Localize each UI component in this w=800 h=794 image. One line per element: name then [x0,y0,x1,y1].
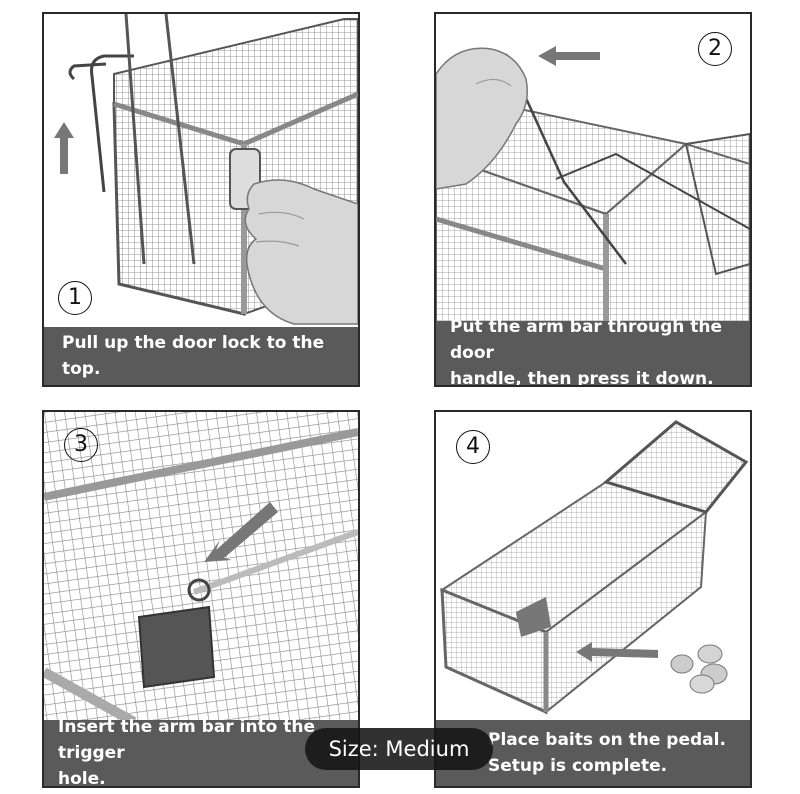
step-2-illustration [436,46,750,325]
step-number-badge: 1 [58,281,92,315]
step-1-caption: Pull up the door lock to the top. [44,327,358,385]
step-4-panel: 4 Place baits on the pedal. Setup is com… [434,410,752,788]
step-number-badge: 3 [64,428,98,462]
step-number-badge: 4 [456,430,490,464]
caption-text: Place baits on the pedal. Setup is compl… [488,730,726,776]
caption-text: Insert the arm bar into the trigger hole… [58,717,316,788]
step-4-caption: Place baits on the pedal. Setup is compl… [436,720,750,786]
step-3-panel: 3 Insert the arm bar into the trigger ho… [42,410,360,788]
step-2-panel: 2 Put the arm bar through the door handl… [434,12,752,387]
step-number-badge: 2 [698,32,732,66]
caption-text: Put the arm bar through the door handle,… [450,317,723,387]
step-1-panel: 1 Pull up the door lock to the top. [42,12,360,387]
step-2-caption: Put the arm bar through the door handle,… [436,317,750,385]
step-3-illustration [44,412,358,727]
caption-text: Pull up the door lock to the top. [62,333,325,379]
size-label-badge: Size: Medium [305,728,493,770]
step-1-illustration [54,14,358,325]
step-4-illustration [439,420,749,715]
